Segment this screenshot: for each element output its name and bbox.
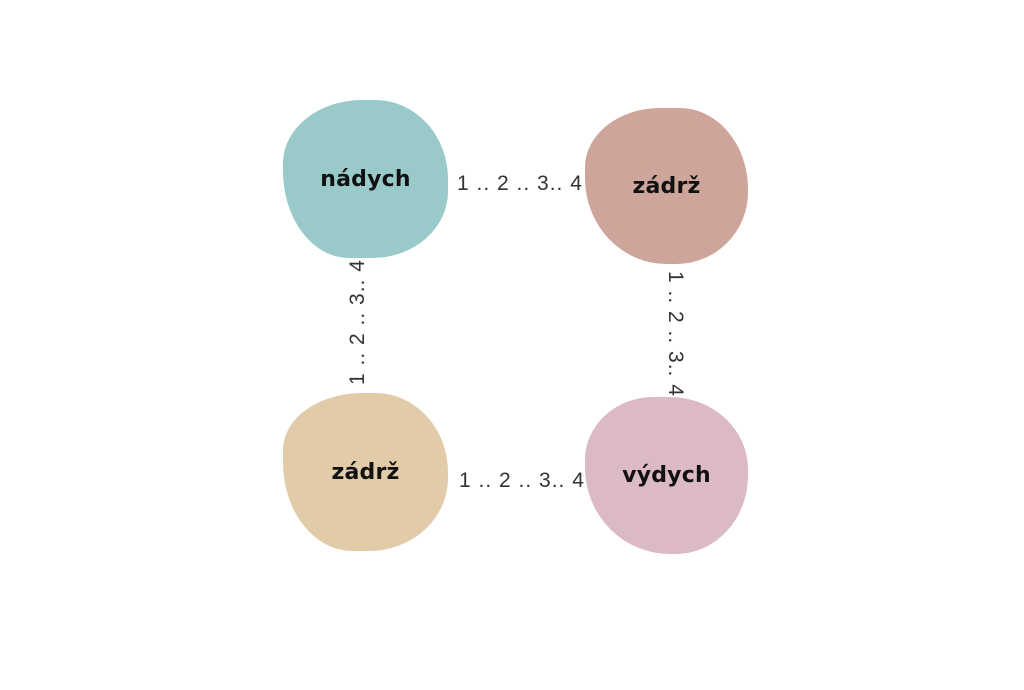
step-label: zádrž [331,459,400,485]
step-label: nádych [320,166,411,192]
step-inhale: nádych [283,100,448,258]
step-label: výdych [622,463,711,488]
count-top: 1 .. 2 .. 3.. 4 [457,172,583,195]
count-bottom: 1 .. 2 .. 3.. 4 [459,469,585,492]
step-label: zádrž [632,173,701,199]
step-hold-after-inhale: zádrž [585,108,748,264]
step-exhale: výdych [585,397,748,554]
step-hold-after-exhale: zádrž [283,393,448,551]
count-right: 1 .. 2 .. 3.. 4 [664,271,687,397]
count-left: 1 .. 2 .. 3.. 4 [346,259,369,385]
